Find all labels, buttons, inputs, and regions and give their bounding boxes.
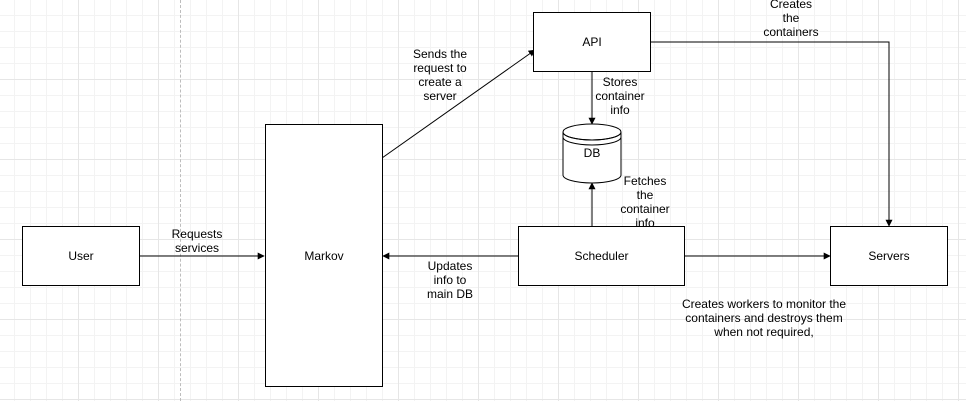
scheduler-node-label: Scheduler <box>574 249 629 263</box>
servers-node[interactable]: Servers <box>830 226 948 286</box>
servers-node-label: Servers <box>868 249 910 263</box>
page-guide-line <box>180 0 181 401</box>
edge-markov-to-api <box>381 49 536 159</box>
edge-api-to-servers <box>651 41 893 227</box>
api-node[interactable]: API <box>533 12 651 72</box>
label-creates-workers: Creates workers to monitor the container… <box>681 297 847 339</box>
label-requests-services: Requests services <box>171 227 223 255</box>
api-node-label: API <box>582 35 602 49</box>
markov-node[interactable]: Markov <box>265 124 383 387</box>
user-node-label: User <box>68 249 94 263</box>
markov-node-label: Markov <box>304 248 344 263</box>
label-updates-main-db: Updates info to main DB <box>426 259 473 301</box>
scheduler-node[interactable]: Scheduler <box>518 226 685 286</box>
db-cylinder-shape <box>562 123 622 184</box>
user-node[interactable]: User <box>22 226 140 286</box>
db-node-label: DB <box>583 146 601 160</box>
label-stores-container-info: Stores container info <box>595 75 645 117</box>
label-creates-containers: Creates the containers <box>763 0 819 39</box>
label-fetches-container-info: Fetches the container info <box>620 174 670 230</box>
label-sends-request: Sends the request to create a server <box>412 47 468 103</box>
